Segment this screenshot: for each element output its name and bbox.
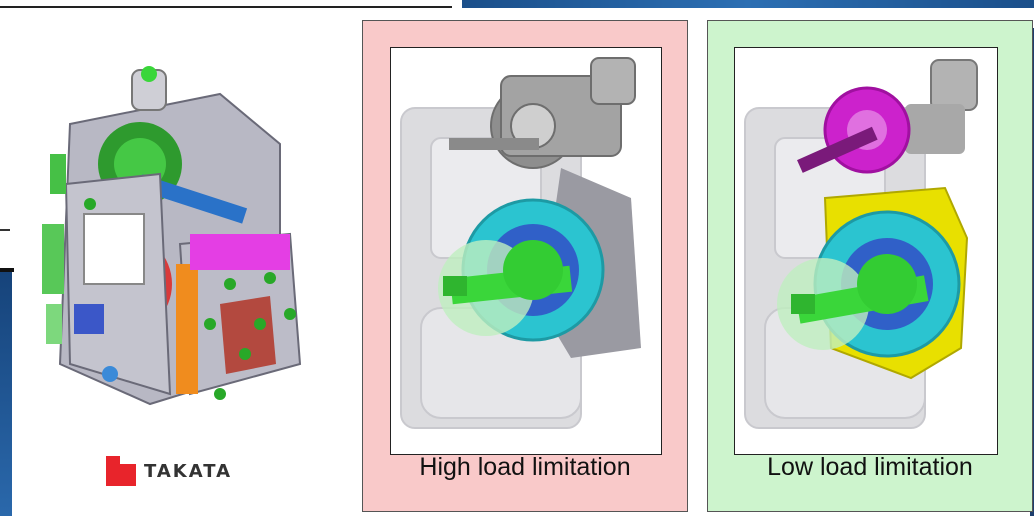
high-load-figure xyxy=(390,47,662,455)
left-divider-mark xyxy=(0,229,10,231)
retractor-render xyxy=(30,64,330,424)
top-divider-line xyxy=(0,6,452,8)
low-load-panel: Low load limitation xyxy=(707,20,1033,512)
left-bar-cap xyxy=(0,268,14,272)
high-load-caption: High load limitation xyxy=(419,453,631,481)
takata-logo-icon xyxy=(106,456,136,486)
low-load-figure xyxy=(734,47,998,455)
top-banner xyxy=(462,0,1034,8)
logo-text: TAKATA xyxy=(144,460,233,482)
low-load-caption: Low load limitation xyxy=(767,453,973,481)
high-load-panel: High load limitation xyxy=(362,20,688,512)
takata-logo: TAKATA xyxy=(104,456,232,486)
left-blue-bar xyxy=(0,272,12,516)
